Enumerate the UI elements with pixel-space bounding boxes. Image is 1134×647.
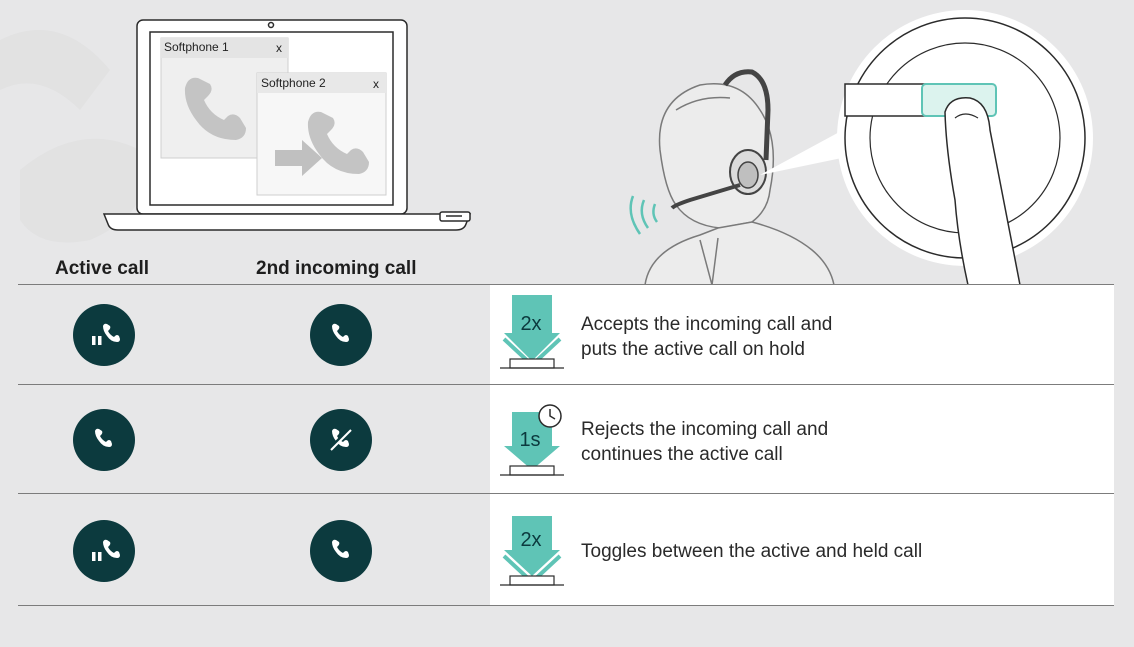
row-description-line: Toggles between the active and held call [581,541,923,562]
double-press-icon [500,516,564,586]
row-description: Toggles between the active and held call [581,539,922,564]
call-hold-icon [73,304,135,366]
button-press-label: 1s [519,429,541,451]
watermark-logo [0,30,145,243]
call-incoming-icon [310,304,372,366]
row-description-line: Rejects the incoming call and [581,419,829,440]
table-divider [18,605,1114,606]
button-press-label: 2x [520,529,542,551]
table-row [490,385,1114,493]
call-incoming-icon [310,520,372,582]
table-divider [18,284,1114,285]
call-reject-icon [310,409,372,471]
person-headset-icon [644,69,835,285]
table-divider [18,493,1114,494]
softphone-2-close: x [373,77,379,91]
column-header-incoming-call: 2nd incoming call [256,258,417,279]
button-press-label: 2x [520,313,542,335]
softphone-2-window [256,72,387,196]
call-active-icon [73,409,135,471]
sound-waves-icon [629,195,659,235]
row-description-line: Accepts the incoming call and [581,314,833,335]
row-description: Accepts the incoming call and puts the a… [581,312,832,362]
table-row [490,494,1114,605]
row-description: Rejects the incoming call and continues … [581,417,828,467]
softphone-1-title: Softphone 1 [164,40,229,54]
column-header-active-call: Active call [55,258,149,279]
row-description-line: continues the active call [581,444,783,465]
zoom-callout-icon [760,10,1093,285]
double-press-icon [500,295,564,369]
row-description-line: puts the active call on hold [581,339,805,360]
softphone-2-title: Softphone 2 [261,76,326,90]
table-row [490,285,1114,384]
softphone-1-close: x [276,41,282,55]
call-hold-icon [73,520,135,582]
headset-illustration [0,10,1093,285]
clock-icon [538,404,562,428]
table-divider [18,384,1114,385]
